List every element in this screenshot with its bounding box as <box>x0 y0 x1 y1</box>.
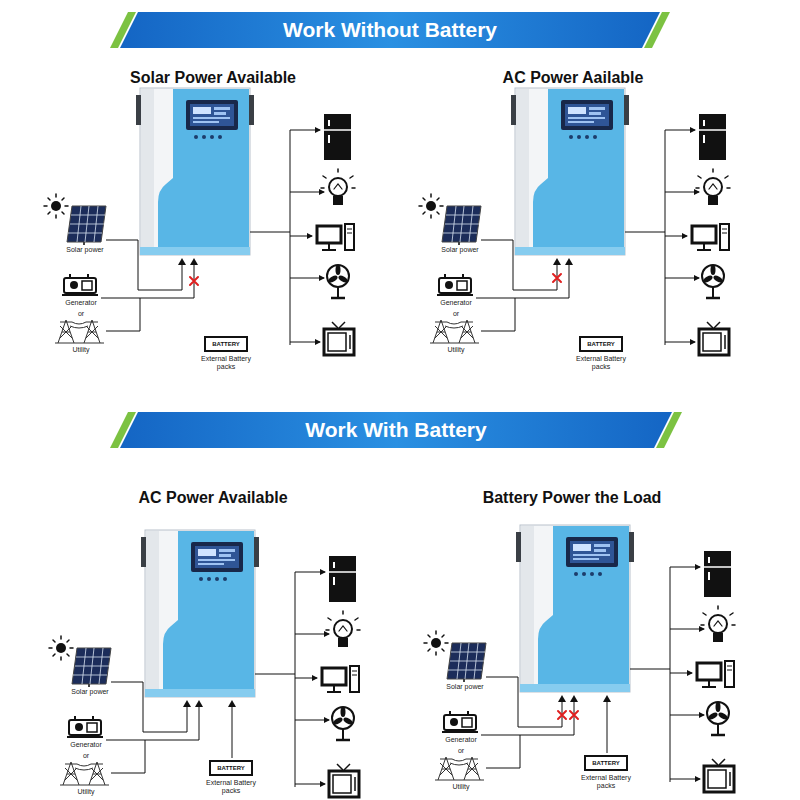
battery-feed-arrow <box>603 695 611 753</box>
battery-caption: External Battery packs <box>573 355 629 371</box>
system-panel <box>49 530 360 797</box>
panel-heading: AC Power Aailable <box>503 69 644 87</box>
battery-caption: External Battery packs <box>578 774 634 790</box>
battery-pack: BATTERY External Battery packs <box>573 336 629 371</box>
battery-box: BATTERY <box>209 760 253 776</box>
battery-box: BATTERY <box>584 755 628 771</box>
battery-feed-arrow <box>228 700 236 758</box>
battery-box: BATTERY <box>579 336 623 352</box>
banner-title: Work Without Battery <box>283 18 497 42</box>
panel-solar-no-battery <box>44 88 355 355</box>
battery-label: BATTERY <box>217 765 245 771</box>
panel-heading: AC Power Available <box>138 489 287 507</box>
source-label: or <box>453 310 459 318</box>
red-cross <box>553 274 561 282</box>
red-cross <box>570 711 578 719</box>
panel-ac-with-battery <box>49 530 360 797</box>
source-label: or <box>458 747 464 755</box>
source-label: Utility <box>72 346 89 354</box>
source-label: Solar power <box>446 683 483 691</box>
title-banner: Work Without Battery <box>120 12 660 48</box>
source-label: Solar power <box>441 246 478 254</box>
battery-pack: BATTERY External Battery packs <box>203 760 259 795</box>
source-label: or <box>78 310 84 318</box>
battery-caption: External Battery packs <box>203 779 259 795</box>
banner-title: Work With Battery <box>305 418 486 442</box>
source-label: Generator <box>445 736 477 744</box>
source-label: Utility <box>447 346 464 354</box>
source-label: Utility <box>452 783 469 791</box>
battery-label: BATTERY <box>587 341 615 347</box>
battery-caption: External Battery packs <box>198 355 254 371</box>
panel-heading: Battery Power the Load <box>483 489 662 507</box>
source-label: Generator <box>65 299 97 307</box>
system-panel <box>424 525 735 792</box>
system-panel <box>419 88 730 355</box>
panel-battery-power <box>424 525 735 792</box>
source-label: Solar power <box>66 246 103 254</box>
battery-label: BATTERY <box>592 760 620 766</box>
battery-box: BATTERY <box>204 336 248 352</box>
source-label: Generator <box>440 299 472 307</box>
source-label: Solar power <box>71 688 108 696</box>
source-label: Utility <box>77 788 94 796</box>
title-banner: Work With Battery <box>120 412 672 448</box>
battery-label: BATTERY <box>212 341 240 347</box>
system-panel <box>44 88 355 355</box>
red-cross <box>558 711 566 719</box>
source-label: Generator <box>70 741 102 749</box>
panel-heading: Solar Power Available <box>130 69 296 87</box>
source-label: or <box>83 752 89 760</box>
battery-pack: BATTERY External Battery packs <box>578 755 634 790</box>
battery-pack: BATTERY External Battery packs <box>198 336 254 371</box>
red-cross <box>190 277 198 285</box>
panel-ac-no-battery <box>419 88 730 355</box>
